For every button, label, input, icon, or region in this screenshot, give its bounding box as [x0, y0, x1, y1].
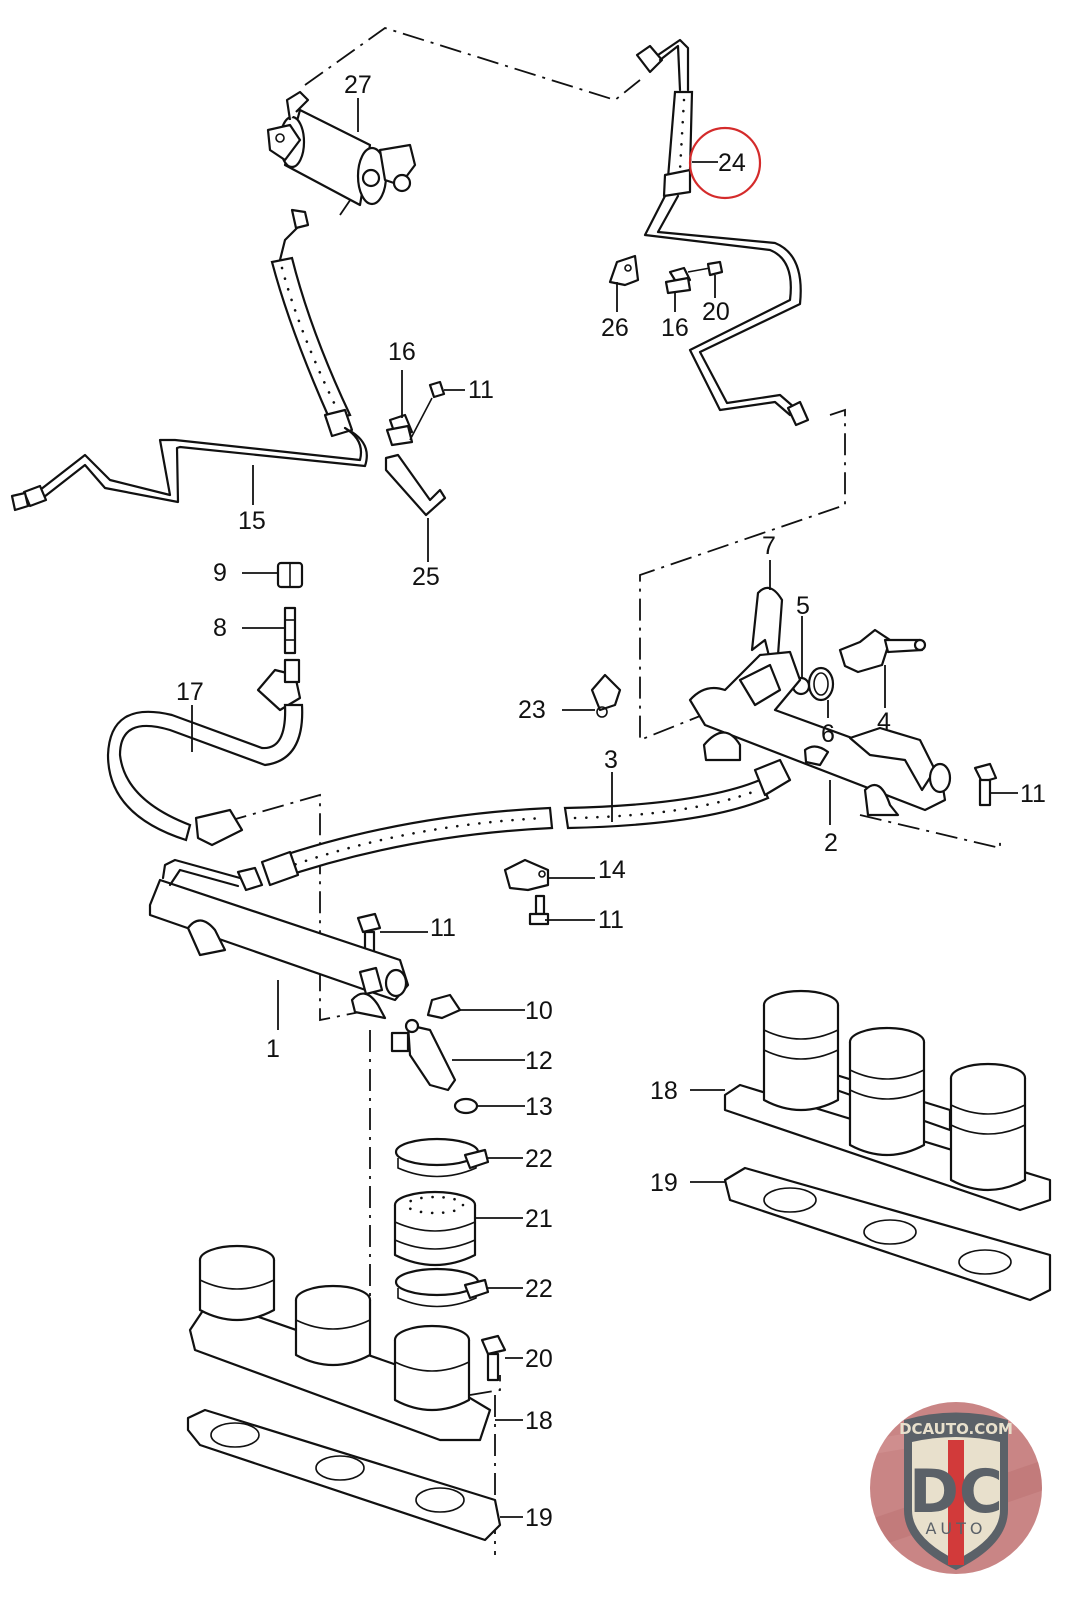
part-1-fuel-rail-left[interactable]: [148, 858, 410, 1020]
part-12-injector[interactable]: [390, 1018, 457, 1092]
part-11-bolt-center[interactable]: [528, 894, 550, 926]
callout-17[interactable]: 17: [176, 678, 204, 706]
callout-22[interactable]: 22: [525, 1275, 553, 1303]
part-4-pressure-regulator[interactable]: [838, 628, 927, 674]
callout-11[interactable]: 11: [430, 914, 456, 942]
part-19-gasket-left[interactable]: [186, 1408, 502, 1542]
part-8-valve[interactable]: [283, 606, 297, 655]
callout-6[interactable]: 6: [821, 720, 835, 748]
part-19-gasket-right[interactable]: [723, 1166, 1052, 1302]
logo-stripe: [948, 1440, 964, 1565]
callout-11[interactable]: 11: [468, 376, 494, 404]
logo-big-text: DC: [909, 1457, 1003, 1527]
callout-15[interactable]: 15: [238, 507, 266, 535]
part-14-clamp[interactable]: [503, 858, 550, 892]
callout-16[interactable]: 16: [388, 338, 416, 366]
callout-18[interactable]: 18: [650, 1077, 678, 1105]
logo-top-text: DCAUTO.COM: [899, 1420, 1013, 1438]
callout-20[interactable]: 20: [525, 1345, 553, 1373]
part-6-o-ring[interactable]: [807, 666, 835, 702]
highlight-circle-24: [688, 126, 762, 200]
callout-2[interactable]: 2: [824, 829, 838, 857]
callout-8[interactable]: 8: [213, 614, 227, 642]
callout-9[interactable]: 9: [213, 559, 227, 587]
part-13-o-ring[interactable]: [453, 1097, 479, 1115]
part-18-intake-manifold-right[interactable]: [723, 989, 1052, 1212]
part-24-fuel-hose[interactable]: [635, 38, 810, 427]
part-2-fuel-rail-right[interactable]: [688, 650, 952, 817]
part-18-intake-manifold-left[interactable]: [188, 1244, 492, 1442]
part-10-clip[interactable]: [426, 993, 462, 1020]
callout-5[interactable]: 5: [796, 592, 810, 620]
part-25-bracket[interactable]: [384, 453, 447, 517]
callout-24[interactable]: 24: [718, 149, 746, 177]
part-3-fuel-hose[interactable]: [260, 758, 792, 887]
callout-3[interactable]: 3: [604, 746, 618, 774]
dcauto-watermark-logo: DCAUTO.COM DC AUTO: [870, 1402, 1042, 1574]
callout-27[interactable]: 27: [344, 71, 372, 99]
part-11-bolt-middle[interactable]: [409, 380, 446, 441]
part-23-holder[interactable]: [590, 673, 622, 718]
logo-sub-text: AUTO: [925, 1519, 986, 1538]
callout-22[interactable]: 22: [525, 1145, 553, 1173]
callout-21[interactable]: 21: [525, 1205, 553, 1233]
callout-4[interactable]: 4: [877, 708, 891, 736]
callout-7[interactable]: 7: [762, 532, 776, 560]
part-22-hose-clamp-upper[interactable]: [394, 1137, 490, 1178]
callout-12[interactable]: 12: [525, 1047, 553, 1075]
callout-19[interactable]: 19: [650, 1169, 678, 1197]
callout-19[interactable]: 19: [525, 1504, 553, 1532]
callout-26[interactable]: 26: [601, 314, 629, 342]
callout-25[interactable]: 25: [412, 563, 440, 591]
callout-20[interactable]: 20: [702, 298, 730, 326]
part-9-cap[interactable]: [276, 561, 304, 589]
part-27-fuel-filter[interactable]: [266, 90, 417, 207]
part-21-sleeve[interactable]: [393, 1190, 477, 1267]
callout-labels: 27 24 26 16 20 16 11 15 25 9 8 7 5 6 4 2…: [176, 71, 1046, 1532]
callout-10[interactable]: 10: [525, 997, 553, 1025]
callout-11[interactable]: 11: [1020, 780, 1046, 808]
callout-18[interactable]: 18: [525, 1407, 553, 1435]
callout-16[interactable]: 16: [661, 314, 689, 342]
part-20-bolt-lower[interactable]: [480, 1334, 507, 1382]
leader-lines: [191, 98, 1018, 1518]
part-17-fuel-line[interactable]: [106, 658, 304, 847]
callout-13[interactable]: 13: [525, 1093, 553, 1121]
part-26-bracket[interactable]: [608, 254, 640, 287]
part-20-bolt-upper[interactable]: [687, 260, 724, 277]
part-7-retaining-clip[interactable]: [750, 586, 784, 662]
callout-23[interactable]: 23: [518, 696, 546, 724]
part-15-fuel-line[interactable]: [10, 208, 368, 512]
part-11-bolt-right[interactable]: [973, 762, 998, 807]
callout-1[interactable]: 1: [266, 1035, 280, 1063]
callout-14[interactable]: 14: [598, 856, 626, 884]
part-22-hose-clamp-lower[interactable]: [394, 1267, 490, 1308]
part-16-clip-middle[interactable]: [385, 413, 414, 447]
part-16-clip-upper[interactable]: [664, 266, 692, 295]
callout-11[interactable]: 11: [598, 906, 624, 934]
